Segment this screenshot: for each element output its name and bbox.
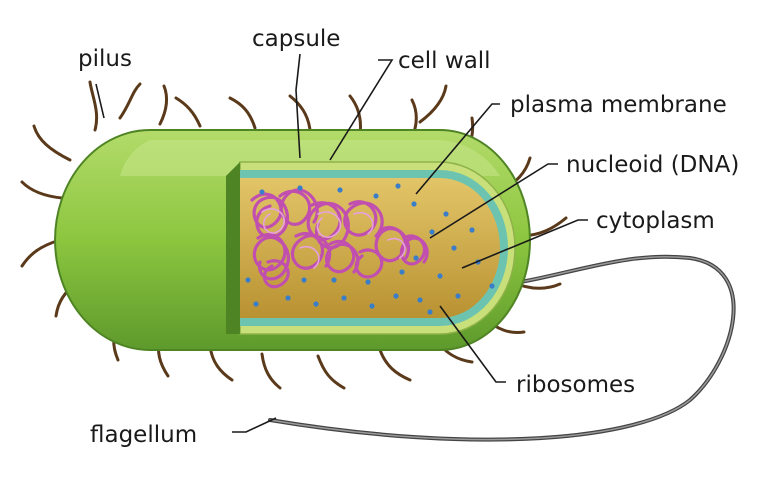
label-ribosomes: ribosomes	[516, 372, 635, 398]
label-nucleoid: nucleoid (DNA)	[566, 152, 739, 178]
leader-lines	[95, 53, 588, 433]
label-cytoplasm: cytoplasm	[596, 208, 715, 234]
label-plasma-membrane: plasma membrane	[510, 92, 727, 118]
cut-face	[226, 162, 240, 334]
label-flagellum: flagellum	[90, 422, 197, 448]
label-cell-wall: cell wall	[398, 48, 491, 74]
label-pilus: pilus	[78, 46, 132, 72]
cytoplasm-layer	[240, 178, 500, 318]
label-capsule: capsule	[252, 26, 340, 52]
nucleoid-dna-light	[261, 208, 406, 269]
